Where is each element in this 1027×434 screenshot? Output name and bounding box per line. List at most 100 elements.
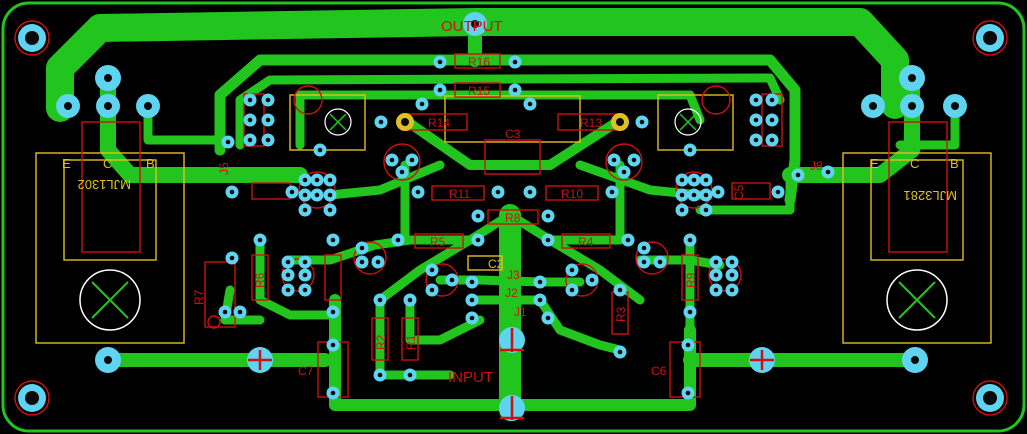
pad-hole bbox=[825, 169, 831, 175]
pad-hole bbox=[415, 189, 421, 195]
pad-hole bbox=[617, 287, 623, 293]
pad-hole bbox=[657, 259, 663, 265]
pad-hole bbox=[621, 169, 627, 175]
pad-hole bbox=[617, 349, 623, 355]
label-r11: R11 bbox=[449, 187, 470, 201]
pin-label-e-left: E bbox=[62, 156, 71, 171]
pad-hole bbox=[713, 287, 719, 293]
pad-hole bbox=[679, 192, 685, 198]
mounting-holes bbox=[14, 20, 1008, 416]
resistor-outlines bbox=[204, 53, 699, 361]
pad-hole bbox=[222, 309, 228, 315]
label-r2: R2 bbox=[374, 334, 388, 350]
input-label: INPUT bbox=[448, 369, 493, 386]
pad-hole bbox=[407, 372, 413, 378]
pad-hole bbox=[225, 139, 231, 145]
pad-hole bbox=[302, 287, 308, 293]
pad-hole bbox=[437, 87, 443, 93]
pads bbox=[218, 55, 835, 400]
pad-hole bbox=[795, 172, 801, 178]
pad-hole bbox=[469, 315, 475, 321]
pad-hole bbox=[611, 157, 617, 163]
pad-hole bbox=[475, 213, 481, 219]
pad-hole bbox=[769, 117, 775, 123]
label-c3: C3 bbox=[505, 127, 521, 141]
pad-hole bbox=[715, 189, 721, 195]
label-r14: R14 bbox=[428, 116, 450, 130]
mount-hole-tl bbox=[14, 20, 50, 56]
pad-hole bbox=[769, 137, 775, 143]
pad-hole bbox=[685, 390, 691, 396]
pad-hole bbox=[687, 147, 693, 153]
pin-label-b-right: B bbox=[950, 156, 959, 171]
pad-hole bbox=[537, 279, 543, 285]
mount-hole-bl bbox=[14, 380, 50, 416]
pad-hole bbox=[302, 259, 308, 265]
pad-hole bbox=[537, 297, 543, 303]
pad-hole bbox=[285, 287, 291, 293]
pin-label-b-left: B bbox=[146, 156, 155, 171]
pin-label-e-right: E bbox=[870, 156, 879, 171]
pad-hole bbox=[419, 101, 425, 107]
pad-hole bbox=[639, 119, 645, 125]
label-r7: R7 bbox=[192, 289, 206, 305]
pad-hole bbox=[609, 189, 615, 195]
pad-hole bbox=[247, 117, 253, 123]
pad-hole bbox=[359, 245, 365, 251]
pad-hole bbox=[729, 272, 735, 278]
label-j2: J2 bbox=[505, 286, 518, 300]
mount-hole-br bbox=[972, 380, 1008, 416]
pad-hole bbox=[569, 267, 575, 273]
label-r6: R6 bbox=[253, 272, 267, 288]
label-r13: R13 bbox=[580, 116, 602, 130]
pad-hole bbox=[330, 237, 336, 243]
pad-hole bbox=[302, 192, 308, 198]
label-c6: C6 bbox=[651, 364, 667, 378]
output-label: OUTPUT bbox=[441, 18, 503, 35]
pad-hole bbox=[545, 315, 551, 321]
label-r4: R4 bbox=[578, 235, 594, 249]
label-r5: R5 bbox=[430, 235, 446, 249]
power-transistor-left: E C B MJL1302 bbox=[35, 121, 185, 344]
pad-hole bbox=[569, 287, 575, 293]
pad-hole bbox=[229, 189, 235, 195]
pad-hole bbox=[753, 97, 759, 103]
label-r10: R10 bbox=[561, 187, 583, 201]
power-transistor-right: E C B MJL3281 bbox=[842, 121, 992, 344]
pad-hole bbox=[289, 189, 295, 195]
pad-hole bbox=[229, 255, 235, 261]
pad-hole bbox=[377, 297, 383, 303]
pad-hole bbox=[395, 237, 401, 243]
pad-hole bbox=[359, 259, 365, 265]
pad-hole bbox=[327, 192, 333, 198]
pad-hole bbox=[685, 342, 691, 348]
pad-hole bbox=[703, 192, 709, 198]
pad-hole bbox=[775, 189, 781, 195]
pad-hole bbox=[703, 177, 709, 183]
label-c7: C7 bbox=[298, 364, 314, 378]
pad-hole bbox=[302, 272, 308, 278]
pad-hole bbox=[327, 177, 333, 183]
pad-hole bbox=[512, 87, 518, 93]
pad-hole bbox=[691, 192, 697, 198]
label-j3: J3 bbox=[507, 268, 520, 282]
pad-hole bbox=[512, 59, 518, 65]
mount-hole-tr bbox=[972, 20, 1008, 56]
pad-hole bbox=[625, 237, 631, 243]
pad-hole bbox=[691, 177, 697, 183]
transistor-label-left: MJL1302 bbox=[78, 177, 131, 192]
pad-hole bbox=[330, 390, 336, 396]
label-r9: R9 bbox=[684, 272, 698, 288]
pin-label-c-right: C bbox=[910, 156, 919, 171]
pad-hole bbox=[375, 259, 381, 265]
pad-hole bbox=[429, 267, 435, 273]
pin-label-c-left: C bbox=[103, 156, 112, 171]
pad-hole bbox=[589, 277, 595, 283]
pad-hole bbox=[679, 177, 685, 183]
label-r3: R3 bbox=[614, 306, 628, 322]
designators: R16 R15 R14 R13 R11 R10 R8 R5 R4 R6 R7 R… bbox=[192, 55, 823, 378]
pad-hole bbox=[409, 157, 415, 163]
pad-hole bbox=[265, 117, 271, 123]
pad-hole bbox=[265, 97, 271, 103]
